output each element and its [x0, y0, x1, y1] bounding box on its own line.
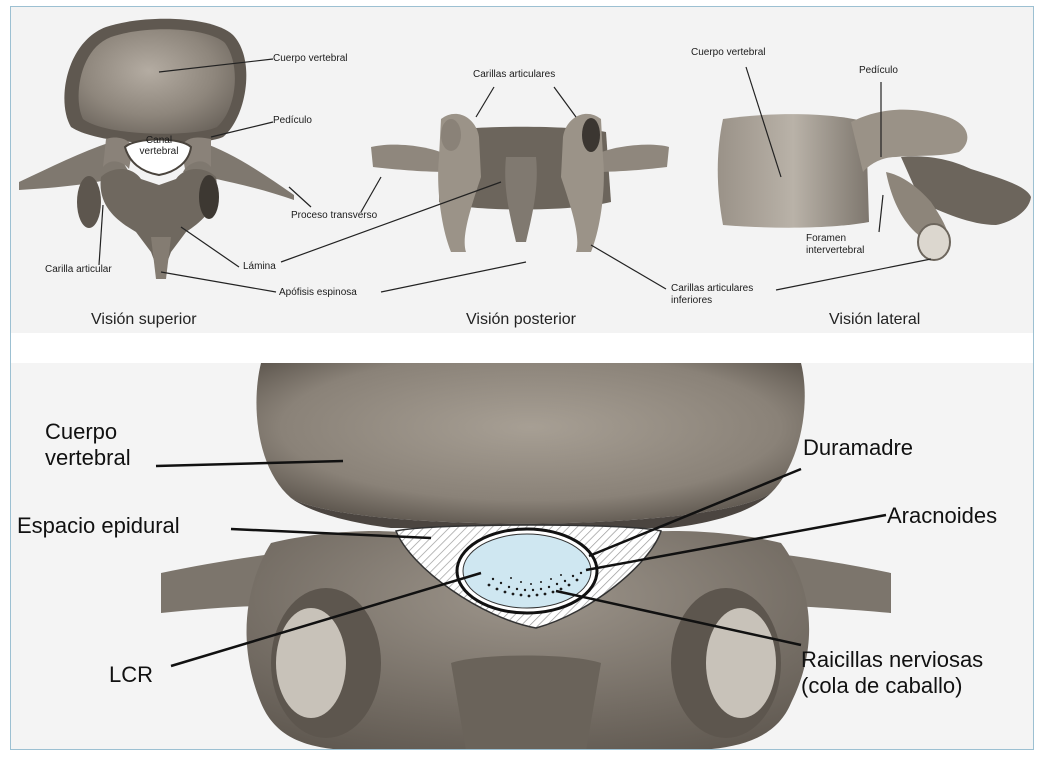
- top-panel-vertebra-views: Cuerpo vertebral Pedículo Canal vertebra…: [11, 7, 1033, 333]
- label-carillas-inf-line1: Carillas articulares: [671, 283, 753, 295]
- posterior-view-vertebra: [371, 114, 669, 252]
- label-aracnoides: Aracnoides: [887, 503, 997, 529]
- label-carillas-articulares-inferiores: Carillas articulares inferiores: [671, 283, 753, 307]
- vertebra-views-illustration: [11, 7, 1033, 333]
- label-cuerpo-vertebral: Cuerpo vertebral: [45, 419, 131, 471]
- panel-divider: [11, 333, 1033, 363]
- label-cuerpo-line2: vertebral: [45, 445, 131, 471]
- dural-sac: [457, 529, 597, 613]
- label-cuerpo-line1: Cuerpo: [45, 419, 131, 445]
- label-duramadre: Duramadre: [803, 435, 913, 461]
- label-cuerpo-vertebral-superior: Cuerpo vertebral: [273, 53, 347, 65]
- label-pediculo-lateral: Pedículo: [859, 65, 898, 77]
- caption-vision-posterior: Visión posterior: [466, 311, 576, 329]
- figure-frame: Cuerpo vertebral Pedículo Canal vertebra…: [10, 6, 1034, 750]
- label-cuerpo-vertebral-lateral: Cuerpo vertebral: [691, 47, 765, 59]
- label-espacio-epidural: Espacio epidural: [17, 513, 180, 539]
- label-canal-line1: Canal: [136, 135, 182, 146]
- label-raicillas-line2: (cola de caballo): [801, 673, 983, 699]
- label-foramen-line1: Foramen: [806, 233, 864, 245]
- label-carilla-articular: Carilla articular: [45, 264, 112, 276]
- label-pediculo-superior: Pedículo: [273, 115, 312, 127]
- label-canal-vertebral: Canal vertebral: [136, 135, 182, 157]
- label-lcr: LCR: [109, 662, 153, 688]
- label-apofisis-espinosa: Apófisis espinosa: [279, 287, 357, 299]
- label-raicillas-nerviosas: Raicillas nerviosas (cola de caballo): [801, 647, 983, 699]
- label-carillas-articulares: Carillas articulares: [473, 69, 555, 81]
- label-raicillas-line1: Raicillas nerviosas: [801, 647, 983, 673]
- label-canal-line2: vertebral: [136, 146, 182, 157]
- label-proceso-transverso: Proceso transverso: [291, 210, 377, 222]
- lateral-view-vertebra: [718, 110, 1031, 260]
- label-carillas-inf-line2: inferiores: [671, 295, 753, 307]
- label-lamina: Lámina: [243, 261, 276, 273]
- label-foramen-intervertebral: Foramen intervertebral: [806, 233, 864, 257]
- bottom-panel-spinal-canal: Cuerpo vertebral Espacio epidural Durama…: [11, 363, 1033, 750]
- label-foramen-line2: intervertebral: [806, 245, 864, 257]
- caption-vision-lateral: Visión lateral: [829, 311, 920, 329]
- caption-vision-superior: Visión superior: [91, 311, 197, 329]
- vertebral-body: [256, 363, 804, 528]
